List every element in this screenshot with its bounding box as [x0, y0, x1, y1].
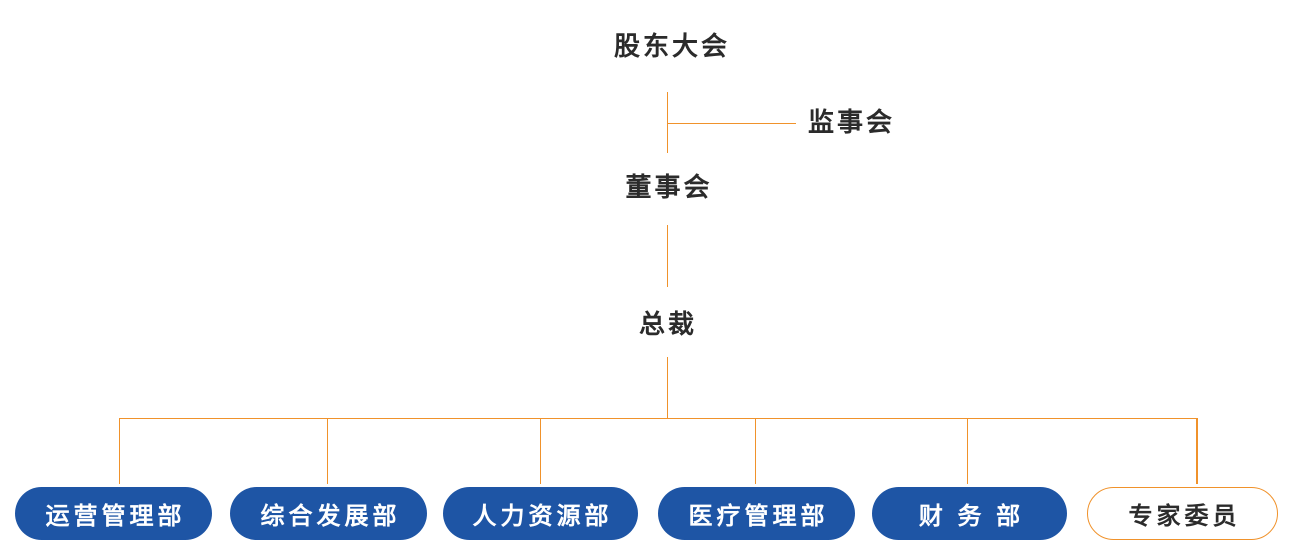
connector-drop-finance	[966, 418, 968, 484]
connector-drop-development	[326, 418, 328, 484]
connector-branch-supervisory	[667, 122, 796, 124]
connector-board-to-president	[666, 225, 668, 287]
node-president: 总裁	[638, 309, 698, 339]
connector-president-to-departments	[666, 357, 668, 418]
dept-expert-committee: 专家委员	[1087, 487, 1278, 540]
connector-drop-operations	[118, 418, 120, 484]
connector-drop-expert-committee	[1196, 418, 1198, 484]
node-board-of-directors: 董事会	[625, 172, 713, 202]
node-shareholders-meeting: 股东大会	[613, 31, 731, 61]
dept-human-resources: 人力资源部	[443, 487, 638, 540]
dept-operations-management: 运营管理部	[15, 487, 212, 540]
dept-medical-management: 医疗管理部	[658, 487, 855, 540]
dept-finance: 财 务 部	[872, 487, 1067, 540]
node-supervisory-board: 监事会	[808, 107, 896, 137]
connector-drop-human-resources	[539, 418, 541, 484]
connector-departments-horizontal	[119, 417, 1197, 419]
dept-comprehensive-development: 综合发展部	[230, 487, 427, 540]
connector-drop-medical	[754, 418, 756, 484]
